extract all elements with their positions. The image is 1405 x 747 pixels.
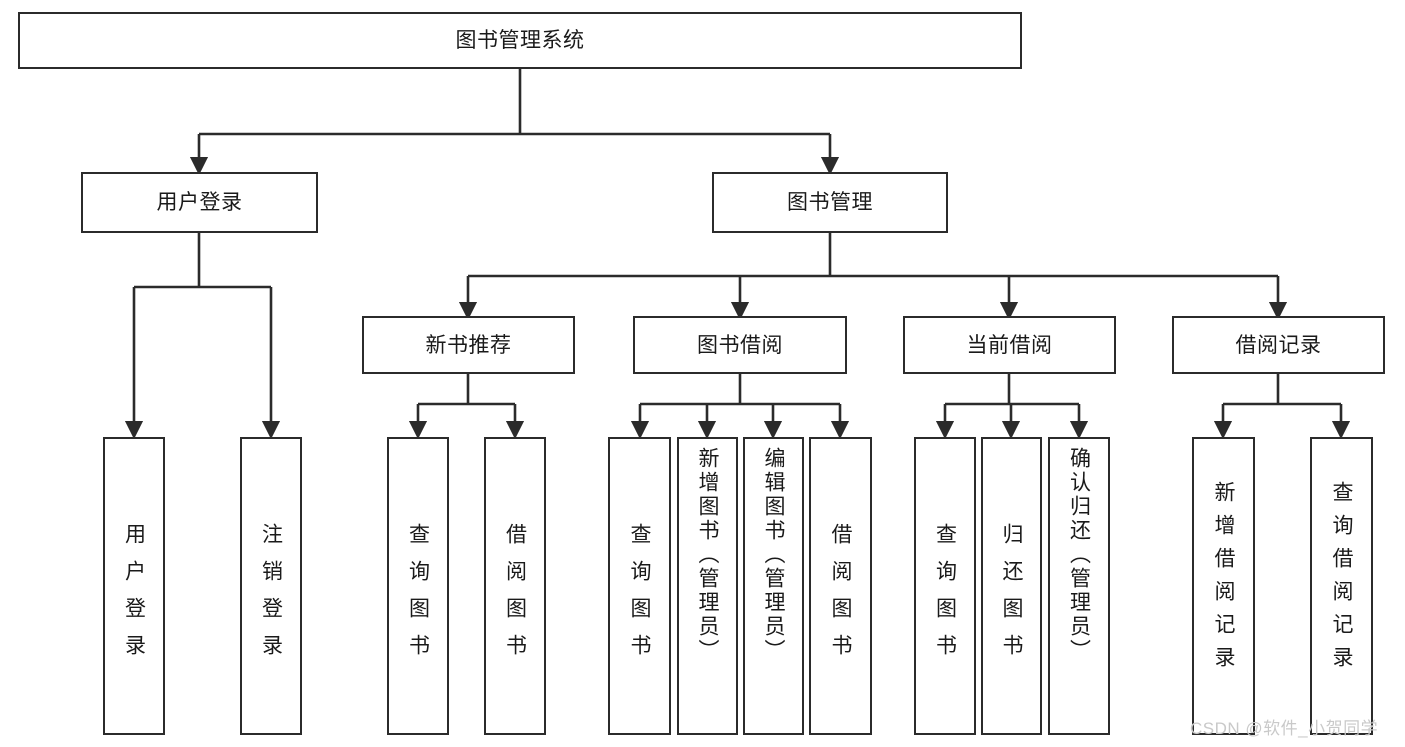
node-leaf-edit-book-admin[interactable]: 编辑图书（管理员） — [743, 437, 804, 735]
node-leaf-borrow-book-newrec[interactable]: 借阅图书 — [484, 437, 546, 735]
node-leaf-add-book-admin-label: 新增图书（管理员） — [696, 447, 719, 663]
node-root-label: 图书管理系统 — [455, 29, 585, 52]
node-leaf-query-book-borrow-label: 查询图书 — [628, 523, 651, 671]
node-leaf-user-login-label: 用户登录 — [122, 523, 146, 671]
node-leaf-query-borrow-record-label: 查询借阅记录 — [1330, 481, 1353, 679]
node-book-manage[interactable]: 图书管理 — [712, 172, 948, 233]
node-book-manage-label: 图书管理 — [787, 191, 873, 214]
node-user-login[interactable]: 用户登录 — [81, 172, 318, 233]
node-leaf-query-borrow-record[interactable]: 查询借阅记录 — [1310, 437, 1373, 735]
node-leaf-query-book-current-label: 查询图书 — [933, 523, 957, 671]
node-book-borrow[interactable]: 图书借阅 — [633, 316, 847, 374]
node-leaf-return-book-label: 归还图书 — [1000, 523, 1023, 671]
node-leaf-confirm-return-admin[interactable]: 确认归还（管理员） — [1048, 437, 1110, 735]
node-leaf-edit-book-admin-label: 编辑图书（管理员） — [762, 447, 785, 663]
node-leaf-query-book-newrec-label: 查询图书 — [406, 523, 430, 671]
node-leaf-add-borrow-record-label: 新增借阅记录 — [1212, 481, 1235, 679]
node-leaf-query-book-newrec[interactable]: 查询图书 — [387, 437, 449, 735]
node-current-borrow-label: 当前借阅 — [966, 333, 1053, 357]
node-leaf-confirm-return-admin-label: 确认归还（管理员） — [1067, 447, 1091, 663]
node-borrow-record[interactable]: 借阅记录 — [1172, 316, 1385, 374]
node-leaf-return-book[interactable]: 归还图书 — [981, 437, 1042, 735]
node-leaf-logout-label: 注销登录 — [259, 523, 283, 671]
node-root[interactable]: 图书管理系统 — [18, 12, 1022, 69]
node-leaf-logout[interactable]: 注销登录 — [240, 437, 302, 735]
node-leaf-add-borrow-record[interactable]: 新增借阅记录 — [1192, 437, 1255, 735]
node-leaf-borrow-book-borrow-label: 借阅图书 — [829, 523, 852, 671]
node-borrow-record-label: 借阅记录 — [1235, 333, 1322, 357]
node-current-borrow[interactable]: 当前借阅 — [903, 316, 1116, 374]
node-leaf-borrow-book-newrec-label: 借阅图书 — [503, 523, 527, 671]
node-user-login-label: 用户登录 — [156, 191, 243, 214]
node-leaf-user-login[interactable]: 用户登录 — [103, 437, 165, 735]
node-leaf-borrow-book-borrow[interactable]: 借阅图书 — [809, 437, 872, 735]
node-new-book-recommend[interactable]: 新书推荐 — [362, 316, 575, 374]
node-leaf-query-book-borrow[interactable]: 查询图书 — [608, 437, 671, 735]
node-book-borrow-label: 图书借阅 — [697, 333, 783, 357]
node-leaf-query-book-current[interactable]: 查询图书 — [914, 437, 976, 735]
node-new-book-recommend-label: 新书推荐 — [425, 333, 512, 357]
node-leaf-add-book-admin[interactable]: 新增图书（管理员） — [677, 437, 738, 735]
